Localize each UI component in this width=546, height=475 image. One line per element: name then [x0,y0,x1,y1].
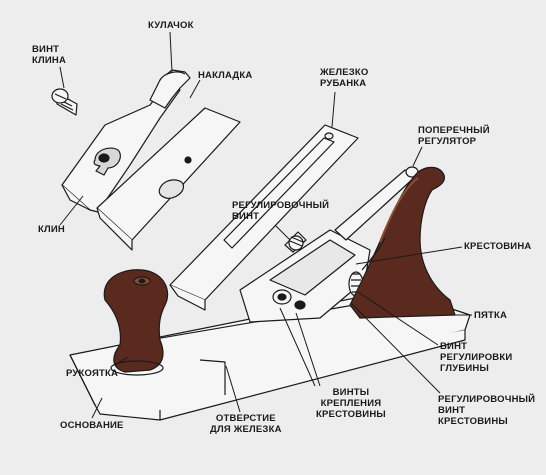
lever-cap [61,81,181,213]
label-depth-screw-line1: ВИНТ [440,341,468,352]
label-iron-slot-line2: ДЛЯ ЖЕЛЕЗКА [210,424,282,435]
label-frog: КРЕСТОВИНА [464,241,531,252]
label-frog-adjust-screw-line1: РЕГУЛИРОВОЧНЫЙ [438,394,536,405]
label-frog-screws: ВИНТЫ КРЕПЛЕНИЯ КРЕСТОВИНЫ [316,387,386,420]
label-lateral-adjuster-line1: ПОПЕРЕЧНЫЙ [418,125,490,136]
label-frog-adjust-screw: РЕГУЛИРОВОЧНЫЙ ВИНТ КРЕСТОВИНЫ [438,394,535,427]
adjusting-screw [284,231,307,253]
wedge-screw [51,88,78,116]
label-depth-screw: ВИНТ РЕГУЛИРОВКИ ГЛУБИНЫ [440,341,512,374]
label-adjusting-screw-line1: РЕГУЛИРОВОЧНЫЙ [232,200,330,211]
label-lever-cap: КЛИН [38,224,65,235]
label-frog-adjust-screw-line3: КРЕСТОВИНЫ [438,416,508,427]
label-base: ОСНОВАНИЕ [60,420,124,431]
leader-lines [59,31,472,419]
label-lateral-adjuster-line2: РЕГУЛЯТОР [418,136,477,147]
label-wedge-screw-line2: КЛИНА [32,55,67,66]
label-plane-iron-line1: ЖЕЛЕЗКО [320,67,369,78]
label-lever-cap-text: КЛИН [38,224,65,235]
plane-iron [169,124,359,311]
label-cam-text: КУЛАЧОК [148,20,194,31]
cap-iron [96,107,241,251]
front-knob [103,269,169,376]
label-heel-text: ПЯТКА [474,310,508,321]
label-base-text: ОСНОВАНИЕ [60,420,124,431]
label-iron-slot-line1: ОТВЕРСТИЕ [215,413,276,424]
rear-handle [349,166,456,319]
label-cam: КУЛАЧОК [148,20,194,31]
label-heel: ПЯТКА [474,310,507,321]
label-adjusting-screw-line2: ВИНТ [232,211,260,222]
label-adjusting-screw: РЕГУЛИРОВОЧНЫЙ ВИНТ [232,200,329,222]
label-iron-slot: ОТВЕРСТИЕ ДЛЯ ЖЕЛЕЗКА [210,413,282,435]
label-frog-screws-line1: ВИНТЫ [332,387,370,398]
label-wedge-screw-line1: ВИНТ [32,44,60,55]
label-handle: РУКОЯТКА [66,368,118,379]
label-plane-iron: ЖЕЛЕЗКО РУБАНКА [320,67,368,89]
label-depth-screw-line2: РЕГУЛИРОВКИ [440,352,513,363]
label-frog-adjust-screw-line2: ВИНТ [438,405,466,416]
label-cap-iron: НАКЛАДКА [198,70,252,81]
label-depth-screw-line3: ГЛУБИНЫ [440,363,489,374]
label-lateral-adjuster: ПОПЕРЕЧНЫЙ РЕГУЛЯТОР [418,125,490,147]
label-plane-iron-line2: РУБАНКА [320,78,367,89]
cam-lever [149,69,191,109]
label-frog-screws-line3: КРЕСТОВИНЫ [316,409,386,420]
label-handle-text: РУКОЯТКА [66,368,119,379]
label-frog-screws-line2: КРЕПЛЕНИЯ [320,398,382,409]
label-cap-iron-text: НАКЛАДКА [198,70,253,81]
frog [239,229,371,323]
label-frog-text: КРЕСТОВИНА [464,241,532,252]
label-wedge-screw: ВИНТ КЛИНА [32,44,66,66]
